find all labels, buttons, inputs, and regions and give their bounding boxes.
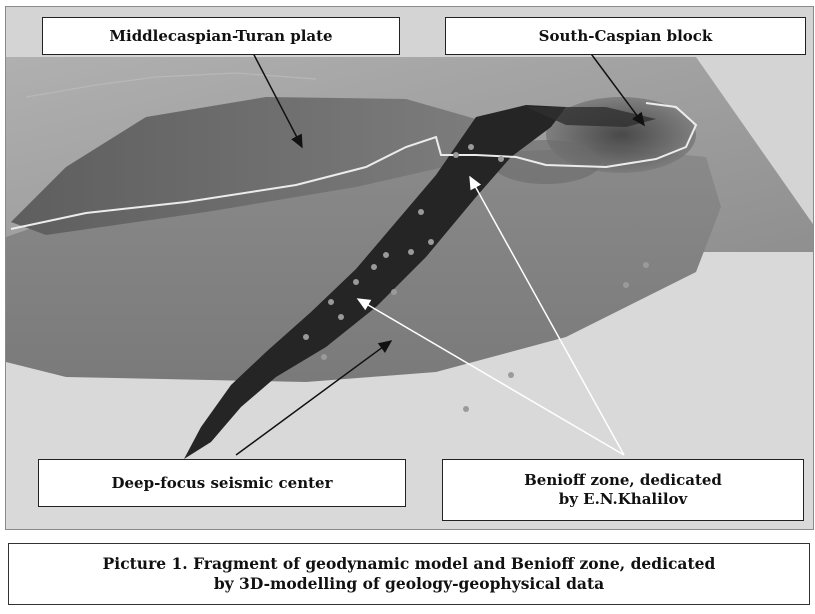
figure-caption: Picture 1. Fragment of geodynamic model …	[8, 543, 810, 605]
label-plate: Middlecaspian-Turan plate	[42, 17, 400, 55]
label-block: South-Caspian block	[445, 17, 806, 55]
label-benioff-line1: Benioff zone, dedicated	[524, 471, 722, 490]
geodynamic-model-render	[6, 7, 814, 530]
label-deep-focus-text: Deep-focus seismic center	[112, 474, 333, 493]
label-block-text: South-Caspian block	[539, 27, 713, 46]
label-deep-focus: Deep-focus seismic center	[38, 459, 406, 507]
label-plate-text: Middlecaspian-Turan plate	[109, 27, 332, 46]
model-figure: Middlecaspian-Turan plate South-Caspian …	[5, 6, 814, 530]
caption-line1: Picture 1. Fragment of geodynamic model …	[103, 554, 716, 574]
label-benioff: Benioff zone, dedicated by E.N.Khalilov	[442, 459, 804, 521]
caption-line2: by 3D-modelling of geology-geophysical d…	[214, 574, 604, 594]
label-benioff-line2: by E.N.Khalilov	[559, 490, 688, 509]
